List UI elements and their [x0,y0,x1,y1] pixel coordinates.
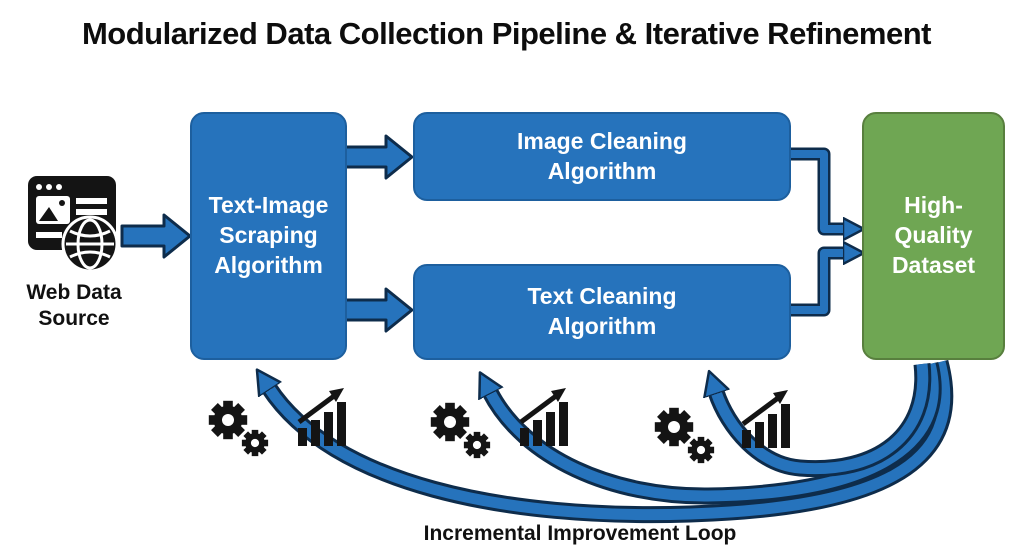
loop-arrow-to-text-cleaning-left [490,361,942,505]
gears-icon [431,403,490,458]
arrow-source-to-scraping [120,213,192,259]
gears-icon [209,401,268,456]
arrow-image-cleaning-to-dataset [789,147,844,229]
diagram-title: Modularized Data Collection Pipeline & I… [81,16,932,51]
node-high-quality-dataset: High- Quality Dataset [862,112,1005,360]
loop-arrow-to-scraping [269,359,954,524]
node-text-cleaning: Text Cleaning Algorithm [413,264,791,360]
arrow-scraping-to-text-cleaning [342,287,414,333]
arrow-scraping-to-image-cleaning [342,134,414,180]
node-text-image-scraping: Text-Image Scraping Algorithm [190,112,347,360]
growth-chart-icon [520,388,568,446]
node-label: Text-Image Scraping Algorithm [208,192,329,278]
node-image-cleaning: Image Cleaning Algorithm [413,112,791,201]
growth-chart-icon [742,390,790,448]
arrow-text-cleaning-to-dataset [789,253,844,317]
loop-label: Incremental Improvement Loop [423,522,737,545]
node-label: Text Cleaning Algorithm [527,283,677,339]
node-label: Image Cleaning Algorithm [517,127,687,184]
web-data-source-label: Web Data Source [26,281,122,331]
gears-icon [655,408,714,463]
node-label: High- Quality Dataset [891,192,976,278]
loop-arrow-to-text-cleaning-right [716,363,932,478]
browser-globe-icon [28,176,119,273]
